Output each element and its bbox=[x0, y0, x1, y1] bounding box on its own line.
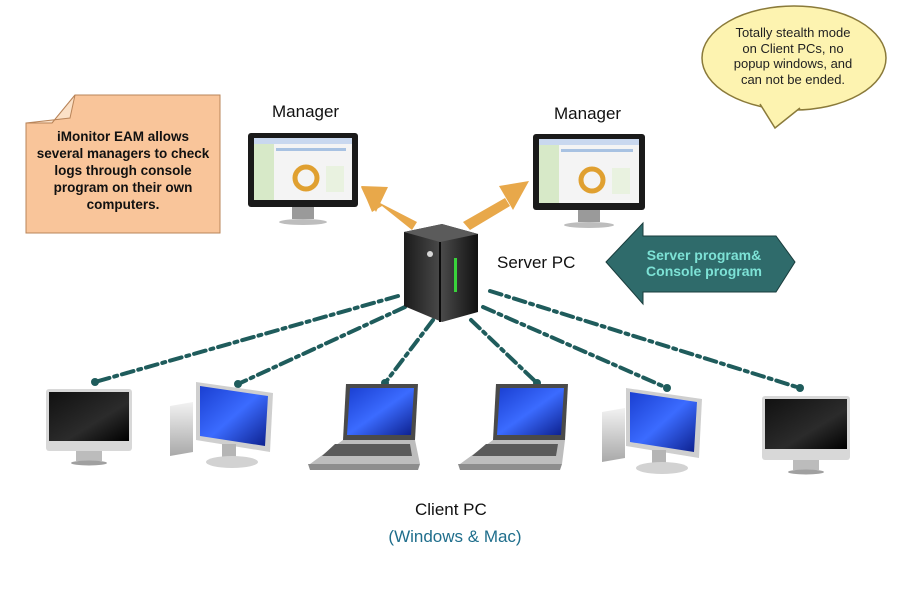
link-client-2 bbox=[236, 305, 407, 386]
network-links bbox=[93, 289, 802, 390]
bubble-line: popup windows, and bbox=[733, 56, 853, 71]
manager-left-label: Manager bbox=[272, 102, 340, 121]
note-shape bbox=[25, 94, 221, 234]
client-3-laptop-icon bbox=[308, 384, 420, 470]
client-5-desktop-pc-icon bbox=[602, 388, 702, 474]
bubble-line: can not be ended. bbox=[740, 71, 846, 87]
server-pc-label: Server PC bbox=[497, 253, 576, 272]
note-text: iMonitor EAM allows several managers to … bbox=[28, 128, 218, 213]
bubble-line: Totally stealth mode bbox=[735, 25, 851, 40]
note-line: program on their own bbox=[53, 180, 193, 195]
manager-right-monitor-icon bbox=[533, 134, 645, 228]
manager-right-label: Manager bbox=[554, 104, 622, 123]
client-2-desktop-pc-icon bbox=[170, 382, 273, 468]
link-client-5 bbox=[481, 305, 669, 390]
client-6-imac-icon bbox=[762, 396, 850, 475]
arrow-line: Console program bbox=[646, 263, 762, 279]
note-line: several managers to check bbox=[36, 146, 210, 161]
server-program-arrow-text: Server program& Console program bbox=[636, 247, 772, 279]
client-4-laptop-icon bbox=[458, 384, 568, 470]
bubble-line: on Client PCs, no bbox=[742, 40, 844, 56]
arrow-line: Server program& bbox=[646, 247, 762, 263]
orange-arrow-right bbox=[463, 181, 529, 230]
client-pc-label: Client PC bbox=[415, 500, 487, 519]
server-tower-icon bbox=[404, 224, 478, 322]
speech-bubble-text: Totally stealth mode on Client PCs, no p… bbox=[718, 25, 868, 87]
speech-bubble-shape bbox=[701, 5, 887, 130]
note-line: iMonitor EAM allows bbox=[56, 129, 189, 144]
note-line: computers. bbox=[86, 197, 160, 212]
link-client-4 bbox=[469, 318, 539, 385]
client-os-label: (Windows & Mac) bbox=[388, 527, 522, 546]
link-client-6 bbox=[488, 289, 802, 390]
orange-arrow-left bbox=[361, 186, 417, 230]
manager-left-monitor-icon bbox=[248, 133, 358, 225]
link-client-1 bbox=[93, 294, 400, 384]
note-line: logs through console bbox=[54, 163, 192, 178]
link-client-3 bbox=[383, 318, 435, 385]
server-program-arrow-shape bbox=[605, 221, 796, 306]
client-1-imac-icon bbox=[46, 389, 132, 466]
